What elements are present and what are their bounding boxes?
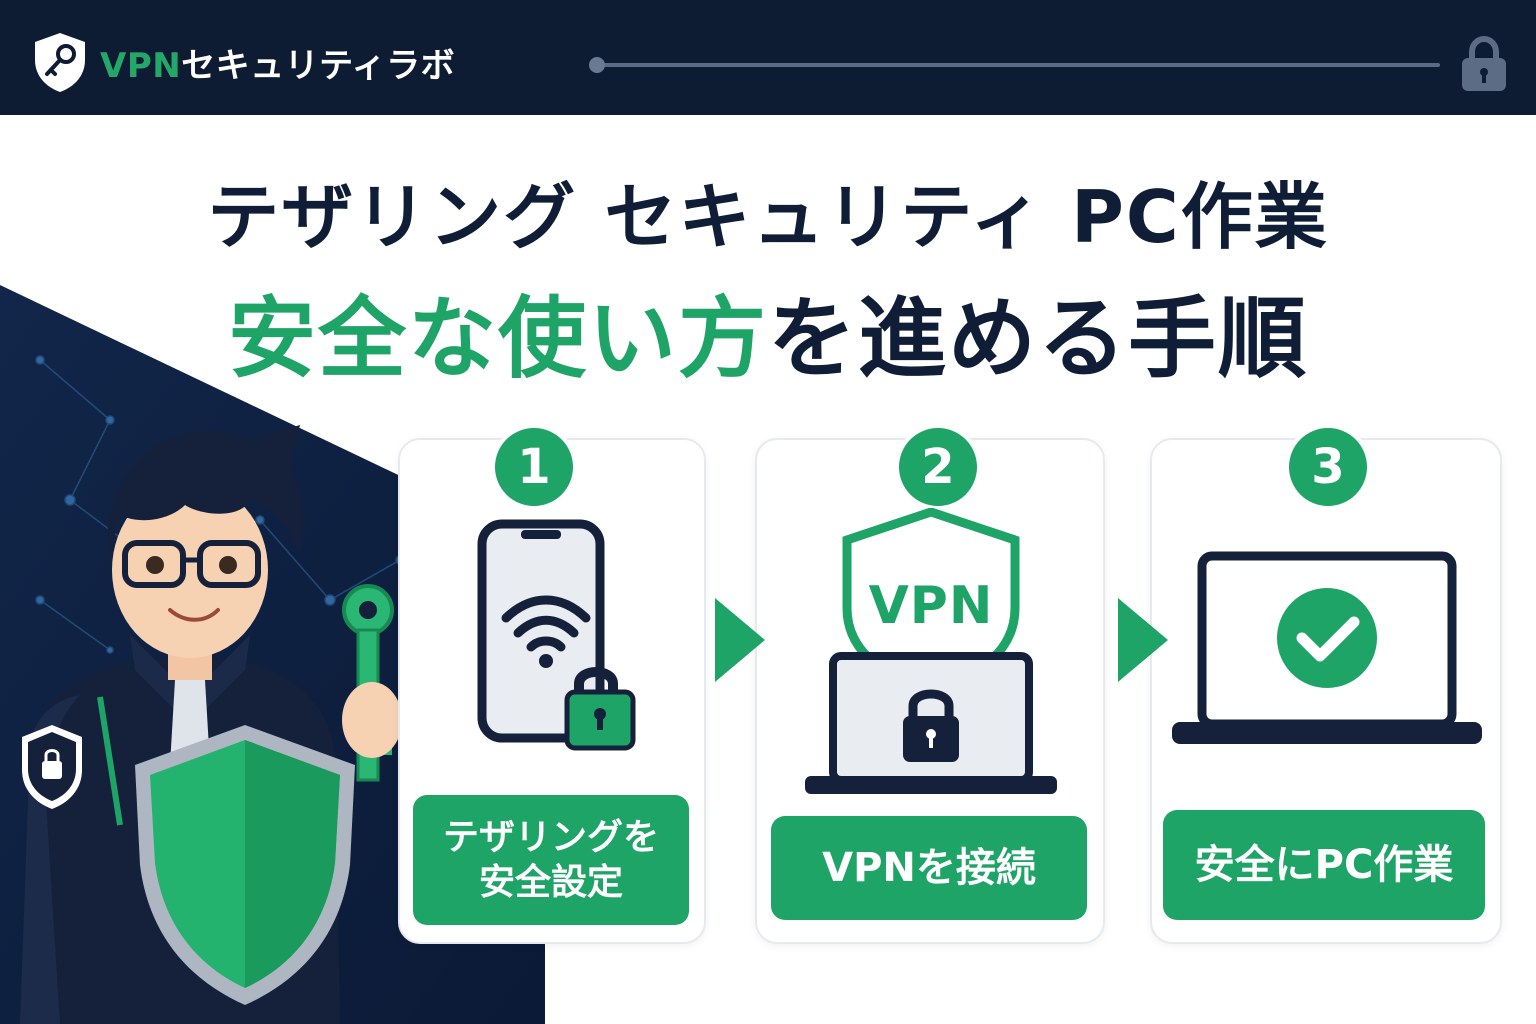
step-number-badge: 1 — [491, 424, 577, 510]
next-arrow-icon — [715, 598, 765, 682]
brand-name: VPNセキュリティラボ — [100, 45, 456, 86]
header-bar: VPNセキュリティラボ — [0, 0, 1536, 115]
laptop-checkmark-icon — [1172, 551, 1482, 744]
step-1-label-line2: 安全設定 — [478, 862, 623, 903]
shield-key-icon — [35, 33, 85, 92]
step-number-badge: 3 — [1285, 424, 1371, 510]
vpn-shield-laptop-icon — [805, 508, 1057, 794]
step-1-label: テザリングを 安全設定 — [413, 795, 689, 925]
step-1-label-line1: テザリングを — [442, 817, 659, 858]
vpn-shield-label: VPN — [868, 576, 994, 636]
step-2-label: VPNを接続 — [771, 816, 1087, 920]
security-expert-character-illustration — [20, 425, 402, 1024]
subtitle-rest: を進める手順 — [768, 287, 1309, 390]
step-number-badge: 2 — [895, 424, 981, 510]
next-arrow-icon — [1118, 598, 1168, 682]
brand-logo[interactable]: VPNセキュリティラボ — [30, 30, 455, 94]
page-subtitle: 安全な使い方を進める手順 — [0, 268, 1536, 395]
step-3-label: 安全にPC作業 — [1163, 810, 1485, 920]
header-line-dot — [589, 57, 605, 73]
subtitle-highlight: 安全な使い方 — [227, 287, 768, 390]
page-title: テザリング セキュリティ PC作業 — [207, 175, 1329, 259]
padlock-icon — [1462, 36, 1506, 91]
smartphone-wifi-lock-icon — [477, 519, 636, 751]
header-line — [594, 63, 1440, 67]
